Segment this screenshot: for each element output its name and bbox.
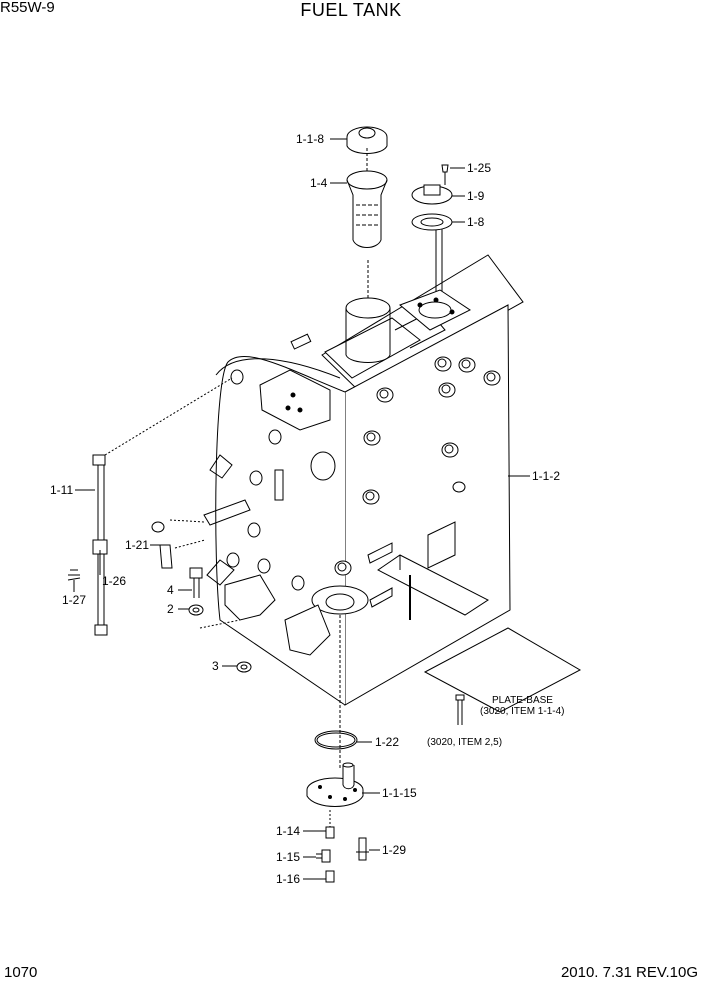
callout-1-21: 1-21 (125, 538, 149, 552)
callout-1-16: 1-16 (276, 872, 300, 886)
page-title: FUEL TANK (300, 0, 402, 20)
date-revision: 2010. 7.31 REV.10G (560, 964, 698, 981)
callout-1-1-8: 1-1-8 (296, 132, 324, 146)
callout-1-25: 1-25 (467, 161, 491, 175)
callout-1-1-2: 1-1-2 (532, 469, 560, 483)
callout-1-4: 1-4 (310, 176, 328, 190)
sender-seat (399, 289, 471, 331)
callout-1-1-15: 1-1-15 (382, 786, 417, 800)
page-number: 1070 (4, 964, 38, 981)
callout-1-11: 1-11 (50, 483, 73, 497)
fuel-tank-body (215, 225, 582, 770)
model-code: R55W-9 (0, 0, 55, 16)
callout-1-14: 1-14 (276, 824, 300, 838)
callout-1-27: 1-27 (62, 593, 86, 607)
filler-neck (324, 297, 446, 379)
filler-cap (346, 126, 388, 154)
callout-1-9: 1-9 (467, 189, 485, 203)
callout-1-26: 1-26 (102, 574, 126, 588)
strainer (346, 148, 388, 248)
drain-flange (306, 762, 364, 807)
callout-4: 4 (167, 583, 174, 597)
side-bracket (259, 369, 331, 431)
callout-bolt-ref: (3020, ITEM 2,5) (427, 737, 502, 748)
callout-1-15: 1-15 (276, 850, 300, 864)
callout-1-22: 1-22 (375, 735, 399, 749)
level-gauge (92, 377, 233, 636)
callout-labels: 1-1-8 1-4 1-25 1-9 1-8 1-1-2 1-11 1-21 1… (50, 132, 564, 886)
callout-plate-base: PLATE-BASE (492, 695, 553, 706)
callout-2: 2 (167, 602, 174, 616)
callout-plate-base-ref: (3020, ITEM 1-1-4) (480, 706, 564, 717)
callout-1-8: 1-8 (467, 215, 485, 229)
mounting-bosses (226, 356, 501, 591)
callout-3: 3 (212, 659, 219, 673)
leader-lines (73, 138, 530, 880)
callout-1-29: 1-29 (382, 843, 406, 857)
